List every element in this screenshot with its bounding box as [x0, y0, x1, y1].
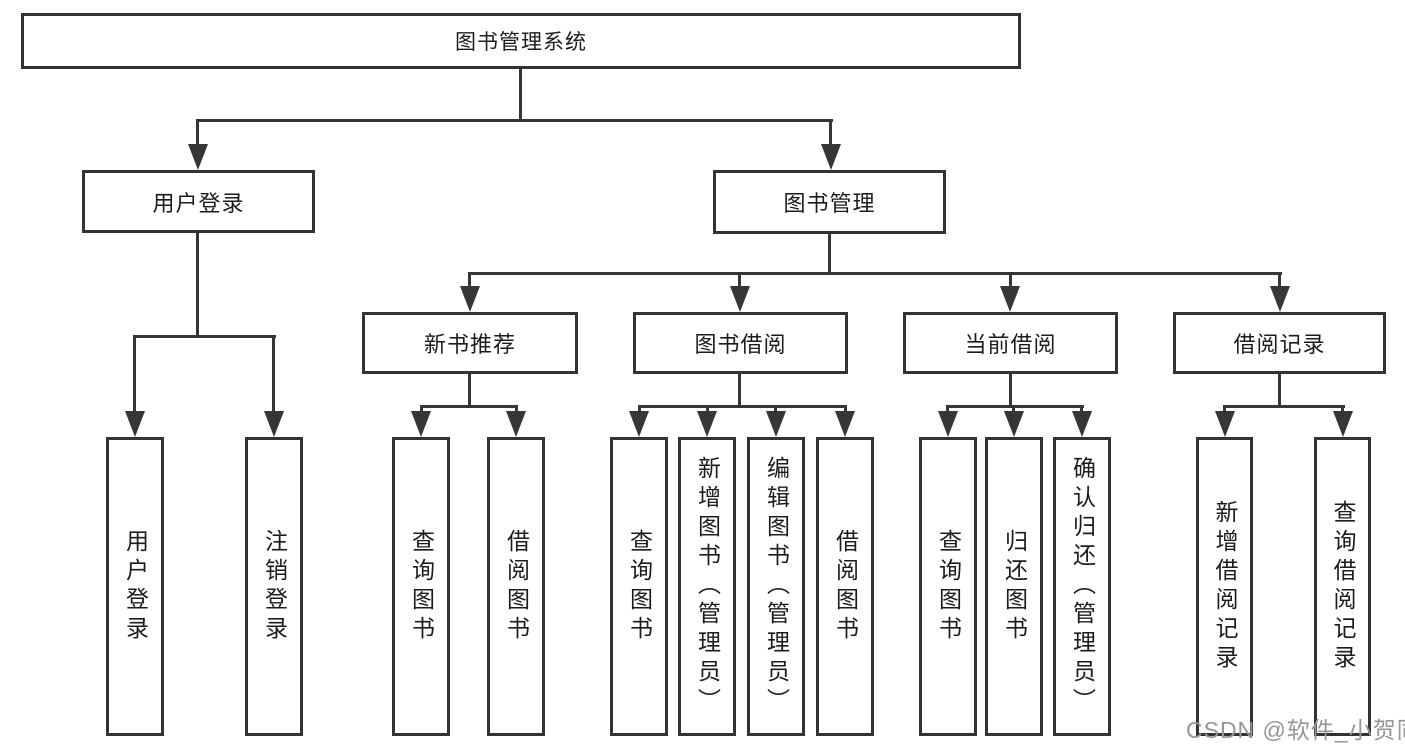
leaf-add-book-admin: 新增图书（管理员） [678, 437, 736, 736]
leaf-borrow-books-recommend-label: 借阅图书 [503, 528, 530, 645]
arrow-down-icon [264, 411, 284, 437]
node-root-label: 图书管理系统 [455, 31, 587, 54]
connector-line [1278, 272, 1281, 288]
arrow-down-icon [188, 144, 208, 170]
leaf-confirm-return-admin-label: 确认归还（管理员） [1069, 456, 1096, 717]
leaf-query-borrow-record: 查询借阅记录 [1314, 437, 1371, 736]
node-root: 图书管理系统 [21, 13, 1021, 69]
connector-line [1012, 405, 1015, 413]
leaf-add-borrow-record-label: 新增借阅记录 [1212, 499, 1238, 674]
arrow-down-icon [629, 411, 649, 437]
node-user-login-label: 用户登录 [152, 190, 245, 216]
connector-line [515, 405, 518, 413]
node-new-book-recommend: 新书推荐 [362, 312, 578, 374]
connector-line [738, 374, 741, 408]
connector-line [1341, 405, 1344, 413]
connector-line [738, 272, 741, 288]
arrow-down-icon [1270, 286, 1290, 312]
node-current-borrow: 当前借阅 [903, 312, 1118, 374]
node-book-management: 图书管理 [713, 170, 946, 234]
arrow-down-icon [411, 411, 431, 437]
leaf-logout-login-label: 注销登录 [261, 528, 288, 645]
node-current-borrow-label: 当前借阅 [964, 332, 1057, 357]
connector-line [1223, 405, 1226, 413]
connector-line [638, 405, 641, 413]
leaf-query-books-current-label: 查询图书 [935, 528, 962, 645]
leaf-user-login: 用户登录 [106, 437, 164, 736]
arrow-down-icon [821, 144, 841, 170]
connector-line [1009, 272, 1012, 288]
node-borrow-records: 借阅记录 [1173, 312, 1386, 374]
arrow-down-icon [835, 411, 855, 437]
node-book-borrow-label: 图书借阅 [694, 332, 787, 357]
connector-line [774, 405, 777, 413]
leaf-query-books-recommend-label: 查询图书 [408, 528, 435, 645]
connector-line [468, 374, 471, 408]
arrow-down-icon [697, 411, 717, 437]
connector-line [706, 405, 709, 413]
connector-line [133, 335, 136, 413]
connector-line [196, 233, 199, 337]
connector-line [829, 119, 832, 147]
leaf-borrow-books: 借阅图书 [816, 437, 874, 736]
connector-line [519, 69, 522, 121]
arrow-down-icon [938, 411, 958, 437]
node-new-book-recommend-label: 新书推荐 [423, 332, 516, 357]
connector-line [468, 272, 471, 288]
leaf-query-books-borrow: 查询图书 [610, 437, 668, 736]
leaf-query-books-current: 查询图书 [919, 437, 977, 736]
connector-line [1009, 374, 1012, 408]
leaf-add-borrow-record: 新增借阅记录 [1196, 437, 1253, 736]
connector-line [1080, 405, 1083, 413]
connector-line [828, 234, 831, 275]
connector-line [946, 405, 949, 413]
leaf-user-login-label: 用户登录 [122, 528, 149, 645]
connector-line [420, 405, 423, 413]
leaf-query-books-borrow-label: 查询图书 [626, 528, 653, 645]
arrow-down-icon [766, 411, 786, 437]
leaf-return-book-label: 归还图书 [1001, 528, 1028, 645]
leaf-return-book: 归还图书 [985, 437, 1043, 736]
connector-line [638, 405, 847, 408]
connector-line [1224, 405, 1345, 408]
connector-line [420, 405, 518, 408]
node-user-login: 用户登录 [82, 170, 315, 233]
connector-line [844, 405, 847, 413]
arrow-down-icon [506, 411, 526, 437]
watermark: CSDN @软件_小贺同学 [1186, 717, 1405, 743]
leaf-query-books-recommend: 查询图书 [392, 437, 450, 736]
leaf-logout-login: 注销登录 [245, 437, 303, 736]
node-book-borrow: 图书借阅 [633, 312, 848, 374]
connector-line [134, 335, 276, 338]
connector-line [1278, 374, 1281, 408]
leaf-edit-book-admin: 编辑图书（管理员） [747, 437, 805, 736]
arrow-down-icon [1333, 411, 1353, 437]
connector-line [196, 119, 199, 147]
arrow-down-icon [1215, 411, 1235, 437]
leaf-query-borrow-record-label: 查询借阅记录 [1330, 499, 1356, 674]
leaf-borrow-books-recommend: 借阅图书 [487, 437, 545, 736]
connector-line [469, 272, 1282, 275]
leaf-borrow-books-label: 借阅图书 [832, 528, 859, 645]
arrow-down-icon [1000, 286, 1020, 312]
connector-line [272, 335, 275, 413]
leaf-edit-book-admin-label: 编辑图书（管理员） [763, 456, 790, 717]
leaf-confirm-return-admin: 确认归还（管理员） [1053, 437, 1111, 736]
arrow-down-icon [1004, 411, 1024, 437]
arrow-down-icon [1072, 411, 1092, 437]
arrow-down-icon [730, 286, 750, 312]
node-book-management-label: 图书管理 [783, 191, 876, 216]
connector-line [197, 119, 833, 122]
leaf-add-book-admin-label: 新增图书（管理员） [694, 456, 721, 717]
node-borrow-records-label: 借阅记录 [1233, 332, 1326, 357]
connector-line [947, 405, 1084, 408]
arrow-down-icon [125, 411, 145, 437]
arrow-down-icon [460, 286, 480, 312]
